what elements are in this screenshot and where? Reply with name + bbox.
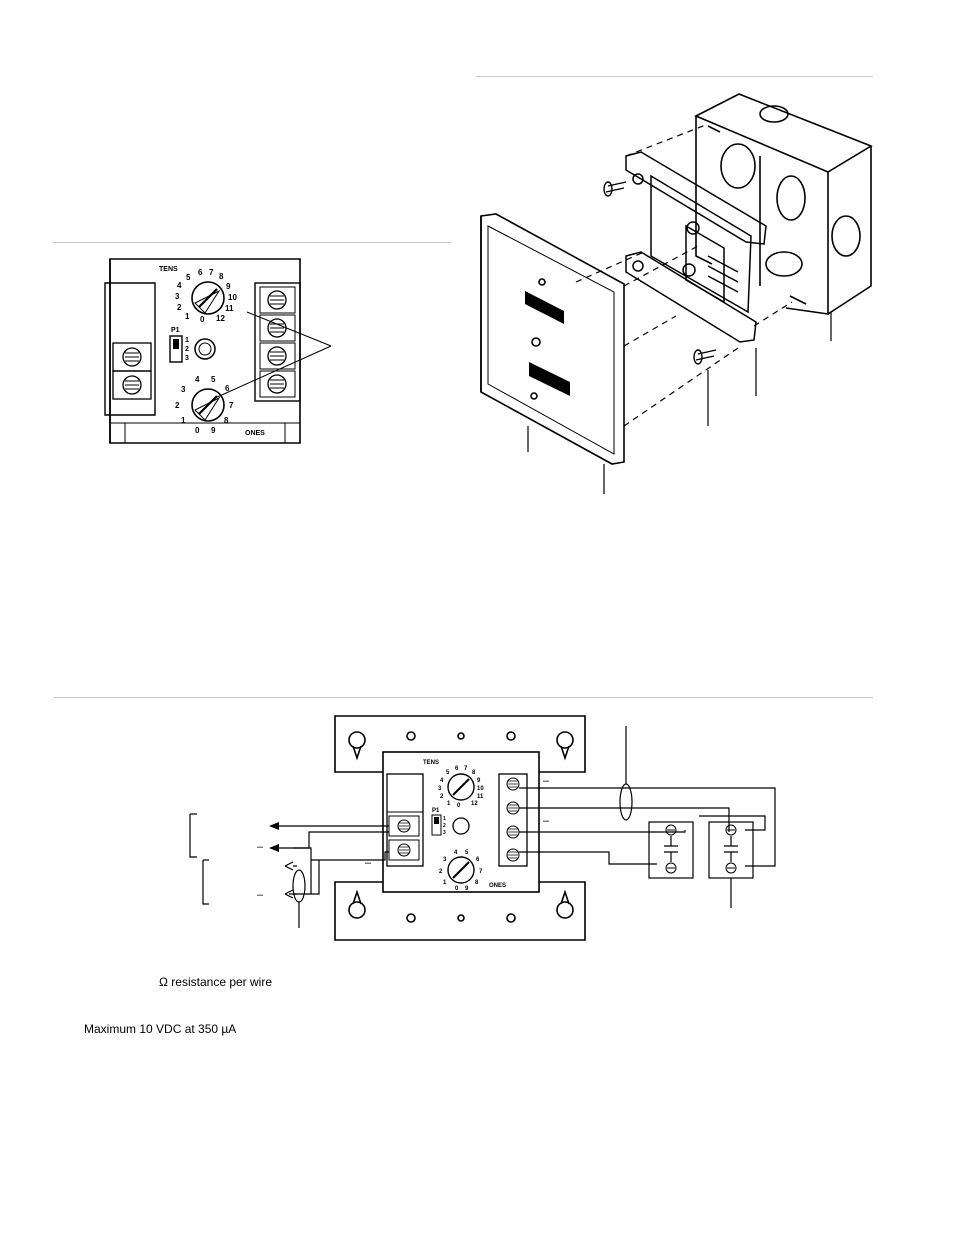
ones-dial-7: 7 bbox=[229, 401, 234, 410]
left-terminal-screws bbox=[122, 347, 142, 395]
arrow-icon bbox=[269, 844, 279, 852]
arrow-icon bbox=[269, 822, 279, 830]
tens-dial-9: 9 bbox=[226, 282, 231, 291]
tens-dial-11: 11 bbox=[477, 794, 484, 800]
tens-dial-6: 6 bbox=[198, 268, 203, 277]
minus-sign: – bbox=[257, 889, 264, 901]
ones-dial-9: 9 bbox=[465, 886, 469, 892]
tens-dial-6: 6 bbox=[455, 766, 459, 772]
rule-top-right bbox=[476, 76, 873, 77]
ones-dial-1: 1 bbox=[443, 880, 447, 886]
voltage-note: Maximum 10 VDC at 350 µA bbox=[84, 1022, 237, 1036]
ones-dial-3: 3 bbox=[443, 857, 447, 863]
tens-dial-8: 8 bbox=[219, 272, 224, 281]
tens-dial-11: 11 bbox=[225, 304, 234, 313]
jumper-pin-1: 1 bbox=[443, 816, 446, 822]
right-wiring bbox=[519, 726, 776, 908]
faceplate-label-bottom bbox=[529, 362, 570, 396]
ones-dial-3: 3 bbox=[181, 385, 186, 394]
ones-dial-7: 7 bbox=[479, 869, 483, 875]
tens-dial-4: 4 bbox=[177, 281, 182, 290]
module-plate bbox=[625, 151, 767, 343]
tens-dial-10: 10 bbox=[228, 293, 237, 302]
tens-label: TENS bbox=[423, 760, 439, 766]
tens-dial-0: 0 bbox=[200, 315, 205, 324]
ones-dial-2: 2 bbox=[439, 869, 443, 875]
ones-dial-4: 4 bbox=[195, 375, 200, 384]
figure-installation-exploded bbox=[476, 86, 876, 496]
ones-dial-9: 9 bbox=[211, 426, 216, 435]
resistance-note: Ω resistance per wire bbox=[159, 975, 273, 989]
figure-wiring-diagram: TENS ONES P1 1 2 3 0 1 2 3 4 5 6 7 8 9 1… bbox=[185, 712, 795, 942]
tens-dial-10: 10 bbox=[477, 786, 484, 792]
jumper-pin-3: 3 bbox=[185, 355, 189, 362]
ones-dial-6: 6 bbox=[225, 384, 230, 393]
electrical-box bbox=[694, 93, 873, 315]
ones-dial-2: 2 bbox=[175, 401, 180, 410]
minus-sign: – bbox=[257, 841, 264, 853]
ones-label: ONES bbox=[245, 430, 265, 437]
screw-icons bbox=[603, 181, 717, 365]
jumper-pin-1: 1 bbox=[185, 337, 189, 344]
rule-left bbox=[53, 242, 451, 243]
faceplate bbox=[480, 213, 625, 465]
ones-dial-0: 0 bbox=[195, 426, 200, 435]
tens-dial-1: 1 bbox=[185, 312, 190, 321]
tens-dial-2: 2 bbox=[440, 794, 444, 800]
tens-dial-5: 5 bbox=[186, 273, 191, 282]
ones-dial-8: 8 bbox=[475, 880, 479, 886]
tens-dial-0: 0 bbox=[457, 803, 461, 809]
right-terminal-screws bbox=[259, 286, 296, 398]
tens-label: TENS bbox=[159, 266, 178, 273]
tens-dial-1: 1 bbox=[447, 801, 451, 807]
tens-dial-8: 8 bbox=[472, 770, 476, 776]
mounting-ear-top bbox=[334, 715, 586, 773]
ones-dial-5: 5 bbox=[211, 375, 216, 384]
tens-dial-2: 2 bbox=[177, 303, 182, 312]
jumper-pin-2: 2 bbox=[185, 346, 189, 353]
tens-dial-12: 12 bbox=[216, 314, 225, 323]
ones-label: ONES bbox=[489, 883, 506, 889]
rule-full bbox=[53, 697, 873, 698]
tens-dial-3: 3 bbox=[175, 292, 180, 301]
tens-dial-3: 3 bbox=[438, 786, 442, 792]
jumper-pin-3: 3 bbox=[443, 830, 446, 836]
figure-module-switches: TENS ONES P1 1 2 3 0 1 2 3 4 5 6 7 8 9 1… bbox=[95, 255, 395, 455]
ones-dial-6: 6 bbox=[476, 857, 480, 863]
minus-sign: – bbox=[543, 775, 550, 787]
ones-dial-5: 5 bbox=[465, 850, 469, 856]
jumper-label: P1 bbox=[432, 808, 440, 814]
tens-dial-12: 12 bbox=[471, 801, 478, 807]
tens-dial-7: 7 bbox=[209, 268, 214, 277]
minus-sign: – bbox=[365, 857, 372, 869]
contact-screws bbox=[665, 824, 737, 874]
tens-dial-9: 9 bbox=[477, 778, 481, 784]
ones-dial-1: 1 bbox=[181, 416, 186, 425]
ones-dial-0: 0 bbox=[455, 886, 459, 892]
jumper-pin-2: 2 bbox=[443, 823, 446, 829]
input-chevron-icon bbox=[284, 861, 294, 899]
ones-dial-4: 4 bbox=[454, 850, 458, 856]
minus-sign: – bbox=[543, 815, 550, 827]
tens-dial-4: 4 bbox=[440, 778, 444, 784]
ones-dial-8: 8 bbox=[224, 416, 229, 425]
tens-dial-5: 5 bbox=[446, 770, 450, 776]
left-wiring bbox=[189, 813, 389, 928]
tens-dial-7: 7 bbox=[464, 766, 468, 772]
faceplate-label-top bbox=[525, 291, 564, 324]
jumper-label: P1 bbox=[171, 327, 180, 334]
